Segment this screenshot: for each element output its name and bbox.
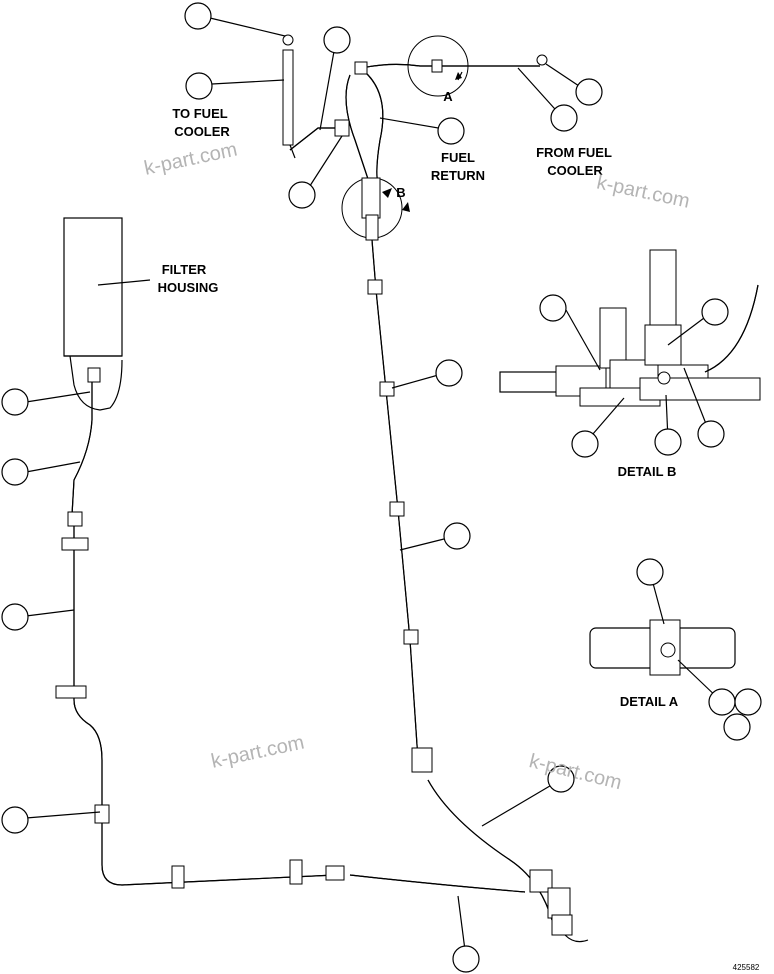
callout [435,359,463,387]
figure-code: 425582 [733,963,760,972]
label-from-fuel-cooler: COOLER [547,163,603,178]
central-fuel-line [367,239,589,943]
label-filter-housing: HOUSING [158,280,219,295]
callout [636,558,664,586]
callout [185,72,213,100]
label-view-b: B [396,185,405,200]
callout [323,26,351,54]
watermark: k-part.com [527,750,624,794]
callout [1,806,29,834]
watermark: k-part.com [595,172,692,213]
callout [734,688,762,716]
left-fuel-line [55,367,336,889]
label-fuel-return: RETURN [431,168,485,183]
callout [184,2,212,30]
callout [1,388,29,416]
watermark: k-part.com [142,139,239,180]
watermark: k-part.com [209,732,306,773]
bottom-hose [325,865,526,893]
callout [288,181,316,209]
callout [443,522,471,550]
top-assembly [282,34,548,241]
label-detail-b: DETAIL B [618,464,677,479]
label-to-fuel-cooler: TO FUEL [172,106,227,121]
callout [452,945,480,973]
callout [654,428,682,456]
watermarks: k-part.com k-part.com k-part.com k-part.… [142,139,691,795]
callout [697,420,725,448]
leader-lines [25,17,723,959]
label-detail-a: DETAIL A [620,694,679,709]
label-view-a: A [443,89,453,104]
callout [550,104,578,132]
callout [701,298,729,326]
detail-b-drawing [499,249,761,407]
callout [708,688,736,716]
callout [575,78,603,106]
label-filter-housing: FILTER [162,262,207,277]
callout [547,765,575,793]
callout [1,458,29,486]
callout [723,713,751,741]
label-to-fuel-cooler: COOLER [174,124,230,139]
callout [571,430,599,458]
label-from-fuel-cooler: FROM FUEL [536,145,612,160]
label-fuel-return: FUEL [441,150,475,165]
callout [1,603,29,631]
detail-a-drawing [589,619,736,676]
callout [539,294,567,322]
callout [437,117,465,145]
text-labels: TO FUEL COOLER FUEL RETURN FROM FUEL COO… [158,89,760,972]
